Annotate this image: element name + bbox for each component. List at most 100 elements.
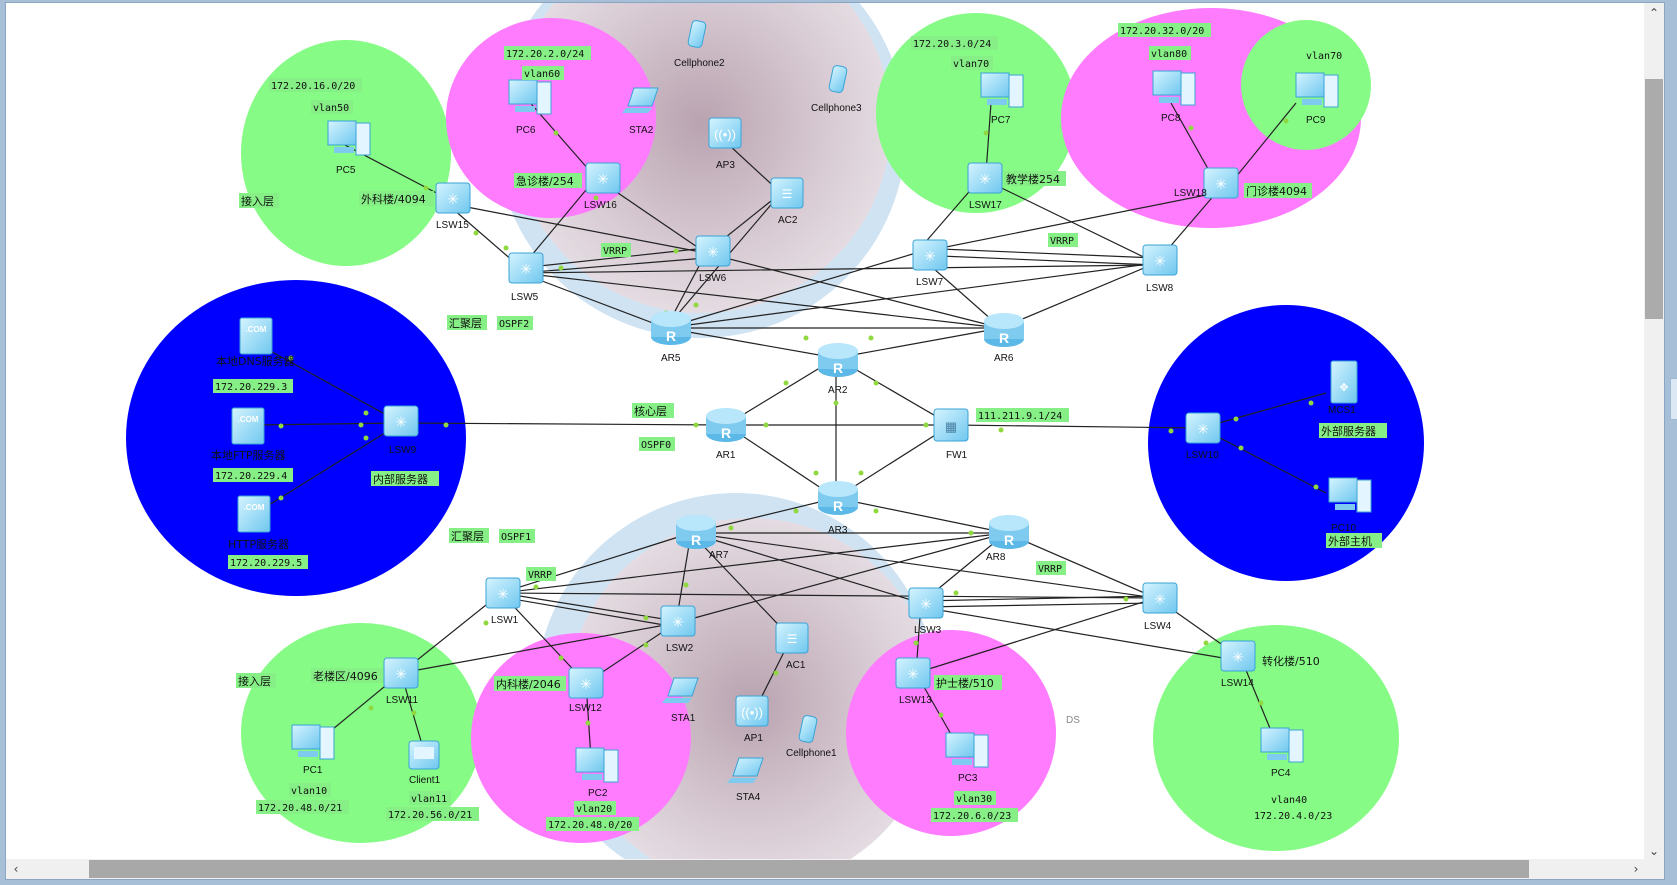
laptop-icon-sta4[interactable] xyxy=(727,757,764,783)
client-icon-client1[interactable] xyxy=(408,740,440,770)
router-icon-ar6[interactable]: R xyxy=(984,313,1024,347)
ap-icon-ap1[interactable]: ((•)) xyxy=(735,695,769,727)
label-ftp-server: 本地FTP服务器 xyxy=(211,448,286,462)
tag-zhuanhua-subnet: 172.20.4.0/23 xyxy=(1254,811,1332,822)
tag-vrrp-bottom-left: VRRP xyxy=(528,570,552,581)
side-panel-handle[interactable] xyxy=(1670,378,1677,420)
switch-icon-lsw10[interactable]: ✳ xyxy=(1185,412,1221,444)
label-lsw4: LSW4 xyxy=(1144,621,1172,632)
ac-icon-ac2[interactable]: ☰ xyxy=(770,177,804,209)
switch-icon-lsw3[interactable]: ✳ xyxy=(908,587,944,619)
router-icon-ar8[interactable]: R xyxy=(989,515,1029,549)
svg-text:✳: ✳ xyxy=(979,171,991,187)
ap-icon-ap3[interactable]: ((•)) xyxy=(708,117,742,149)
tag-neike-name: 内科楼/2046 xyxy=(496,677,561,691)
switch-icon-lsw18[interactable]: ✳ xyxy=(1203,167,1239,199)
svg-text:✳: ✳ xyxy=(1154,253,1166,269)
label-pc5: PC5 xyxy=(336,165,356,176)
zone-jiaoxue xyxy=(876,13,1076,213)
tag-hushi-vlan: vlan30 xyxy=(956,794,992,805)
pc-icon-pc6[interactable] xyxy=(508,79,552,115)
switch-icon-lsw15[interactable]: ✳ xyxy=(435,182,471,214)
scroll-right-button[interactable]: › xyxy=(1633,862,1639,876)
cellphone-icon-cellphone1[interactable] xyxy=(798,715,818,743)
pc-icon-pc5[interactable] xyxy=(327,120,371,156)
label-pc9: PC9 xyxy=(1306,115,1326,126)
switch-icon-lsw5[interactable]: ✳ xyxy=(508,252,544,284)
tag-dns-ip: 172.20.229.3 xyxy=(215,382,287,393)
server-icon-mcs1[interactable]: ✥ xyxy=(1330,360,1358,404)
firewall-icon-fw1[interactable]: ▦ xyxy=(933,408,969,442)
laptop-icon-sta2[interactable] xyxy=(622,87,659,113)
tag-vrrp-top-right: VRRP xyxy=(1050,236,1074,247)
label-lsw17: LSW17 xyxy=(969,200,1002,211)
server-icon-dns[interactable]: .COM xyxy=(239,317,273,355)
label-client1: Client1 xyxy=(409,775,441,786)
scroll-up-button[interactable]: ⌃ xyxy=(1648,6,1660,20)
label-cellphone2: Cellphone2 xyxy=(674,58,725,69)
tag-vrrp-bottom-right: VRRP xyxy=(1038,564,1062,575)
switch-icon-lsw12[interactable]: ✳ xyxy=(568,667,604,699)
pc-icon-pc9[interactable] xyxy=(1295,72,1339,108)
router-icon-ar3[interactable]: R xyxy=(818,481,858,515)
label-sta1: STA1 xyxy=(671,713,696,724)
cellphone-icon-cellphone2[interactable] xyxy=(687,20,707,48)
tag-hushi-name: 护士楼/510 xyxy=(936,676,994,690)
pc-icon-pc7[interactable] xyxy=(980,72,1024,108)
pc-icon-pc4[interactable] xyxy=(1260,727,1304,763)
scroll-corner xyxy=(1644,859,1664,879)
scroll-left-button[interactable]: ‹ xyxy=(13,862,19,876)
svg-text:✥: ✥ xyxy=(1339,382,1348,394)
router-icon-ar1[interactable]: R xyxy=(706,408,746,442)
pc-icon-pc3[interactable] xyxy=(945,732,989,768)
svg-text:.COM: .COM xyxy=(244,503,265,512)
topology-canvas[interactable]: ✳ ✳ ✳ ✳ ✳ ✳ ✳ ✳ ✳ ✳ ✳ ✳ ✳ ✳ ✳ ✳ ✳ ✳ R R … xyxy=(5,2,1665,880)
switch-icon-lsw16[interactable]: ✳ xyxy=(585,162,621,194)
switch-icon-lsw7[interactable]: ✳ xyxy=(912,239,948,271)
router-icon-ar7[interactable]: R xyxy=(676,515,716,549)
ac-icon-ac1[interactable]: ☰ xyxy=(775,622,809,654)
pc-icon-pc2[interactable] xyxy=(575,747,619,783)
label-sta4: STA4 xyxy=(736,792,761,803)
scroll-down-button[interactable]: ⌄ xyxy=(1648,844,1660,858)
switch-icon-lsw1[interactable]: ✳ xyxy=(485,577,521,609)
switch-icon-lsw8[interactable]: ✳ xyxy=(1142,244,1178,276)
vertical-scroll-thumb[interactable] xyxy=(1645,79,1663,319)
tag-laolou-subnet-a: 172.20.48.0/21 xyxy=(258,803,342,814)
svg-text:✳: ✳ xyxy=(1215,176,1227,192)
tag-internal-servers: 内部服务器 xyxy=(373,472,428,486)
svg-text:✳: ✳ xyxy=(395,414,407,430)
pc-icon-pc8[interactable] xyxy=(1152,70,1196,106)
vertical-scrollbar[interactable]: ⌃ ⌄ xyxy=(1644,3,1664,861)
server-icon-http[interactable]: .COM xyxy=(237,495,271,533)
tag-access-layer-top: 接入层 xyxy=(241,195,274,208)
switch-icon-lsw11[interactable]: ✳ xyxy=(383,657,419,689)
cellphone-icon-cellphone3[interactable] xyxy=(828,65,848,93)
switch-icon-lsw14[interactable]: ✳ xyxy=(1220,640,1256,672)
switch-icon-lsw17[interactable]: ✳ xyxy=(967,162,1003,194)
svg-text:R: R xyxy=(833,360,843,376)
pc-icon-pc1[interactable] xyxy=(291,724,335,760)
tag-menzhen-vlan70: vlan70 xyxy=(1306,51,1342,62)
tag-laolou-subnet-b: 172.20.56.0/21 xyxy=(388,810,472,821)
tag-menzhen-subnet: 172.20.32.0/20 xyxy=(1120,26,1204,37)
tag-jizhen-subnet: 172.20.2.0/24 xyxy=(506,49,584,60)
switch-icon-lsw13[interactable]: ✳ xyxy=(895,657,931,689)
router-icon-ar5[interactable]: R xyxy=(651,311,691,345)
router-icon-ar2[interactable]: R xyxy=(818,343,858,377)
horizontal-scroll-thumb[interactable] xyxy=(89,860,1529,878)
server-icon-ftp[interactable]: .COM xyxy=(231,407,265,445)
switch-icon-lsw6[interactable]: ✳ xyxy=(695,235,731,267)
horizontal-scrollbar[interactable]: ‹ › xyxy=(6,859,1646,879)
label-lsw16: LSW16 xyxy=(584,200,617,211)
switch-icon-lsw2[interactable]: ✳ xyxy=(660,605,696,637)
tag-access-layer-bottom: 接入层 xyxy=(238,675,271,688)
switch-icon-lsw4[interactable]: ✳ xyxy=(1142,582,1178,614)
laptop-icon-sta1[interactable] xyxy=(662,677,699,703)
switch-icon-lsw9[interactable]: ✳ xyxy=(383,405,419,437)
label-pc7: PC7 xyxy=(991,115,1011,126)
tag-laolou-name: 老楼区/4096 xyxy=(313,669,378,683)
pc-icon-pc10[interactable] xyxy=(1328,477,1372,513)
svg-text:✳: ✳ xyxy=(920,596,932,612)
label-ar3: AR3 xyxy=(828,525,848,536)
